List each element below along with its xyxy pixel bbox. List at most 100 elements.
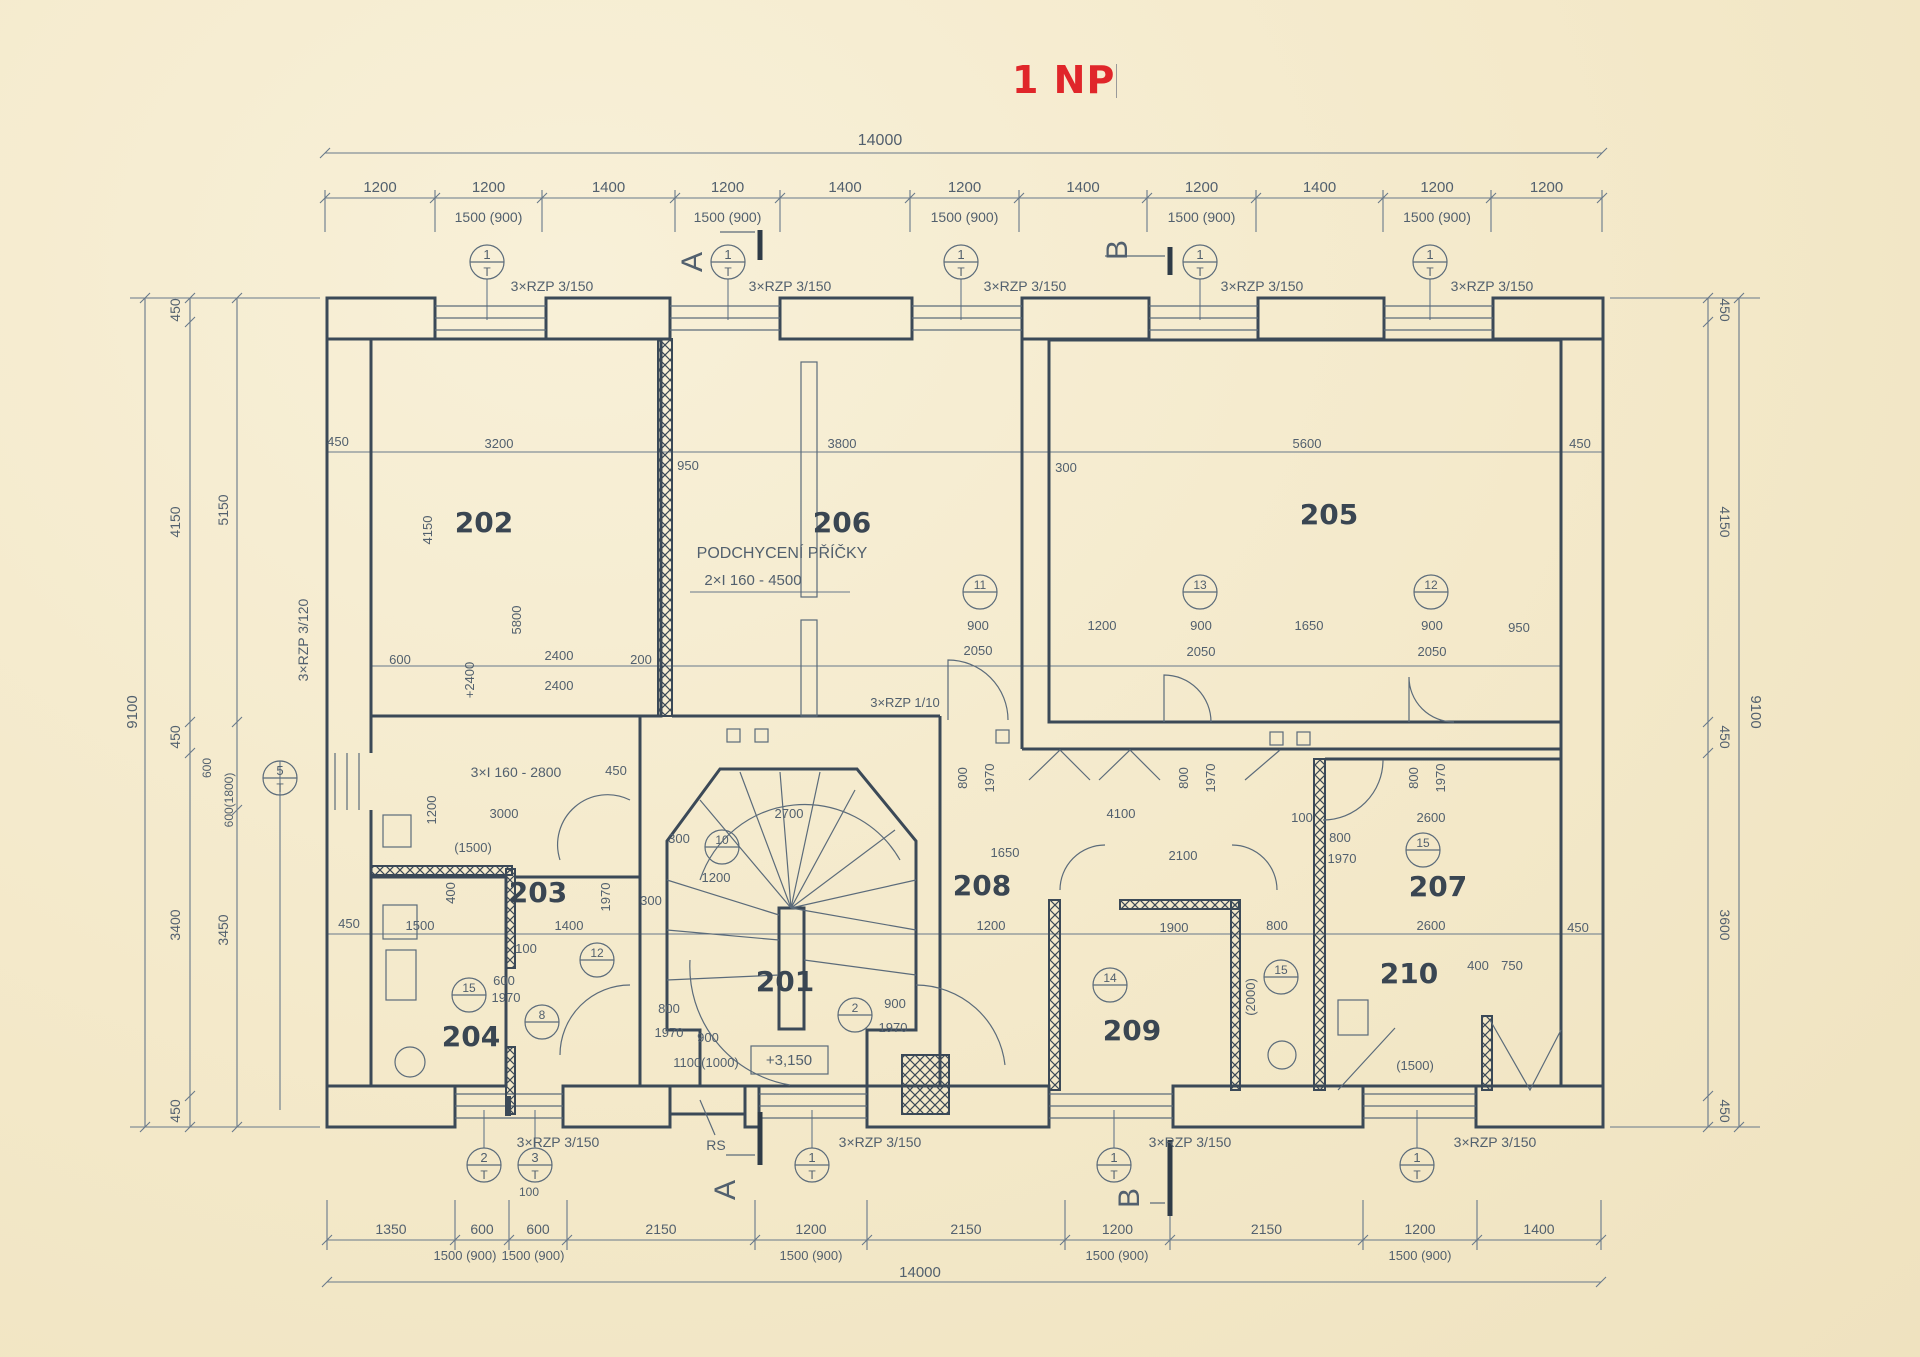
dimension-label: 1200 [711, 179, 744, 196]
dimension-label: 800 [1176, 767, 1191, 789]
dimension-label: 900 [697, 1030, 719, 1045]
text-cursor [1116, 64, 1117, 98]
dimension-label: 1970 [1328, 851, 1357, 866]
dimension-label: 1900 [1160, 920, 1189, 935]
level-mark: +3,150 [766, 1052, 812, 1069]
fixtures [382, 361, 1562, 1092]
window-tag-number: 1 [1196, 247, 1203, 262]
dimension-label: 1970 [879, 1020, 908, 1035]
dimension-label: 200 [630, 652, 652, 667]
door-tag [1092, 967, 1128, 1003]
door-tag [1405, 832, 1441, 868]
hatched-partition [657, 338, 673, 717]
dimension-tick [1733, 1121, 1745, 1133]
dimension-label: 1200 [948, 179, 981, 196]
dimension-label: 1970 [598, 883, 613, 912]
dimension-tick [1702, 1090, 1714, 1102]
window-tag-type: T [1413, 1168, 1421, 1182]
dimension-label: 600 [389, 652, 411, 667]
window-note: 3×RZP 3/150 [511, 278, 594, 294]
window-tag-number: 1 [724, 247, 731, 262]
dimension-label: 1970 [492, 990, 521, 1005]
dimension-label: 450 [605, 763, 627, 778]
dimension-label: 2700 [775, 806, 804, 821]
dimension-tick [1596, 147, 1608, 159]
window-tag [469, 244, 505, 280]
room-number: 202 [455, 506, 513, 539]
dimension-tick [1702, 316, 1714, 328]
dimension-label: 1200 [1185, 179, 1218, 196]
dimension-label: 450 [1569, 436, 1591, 451]
room-205-outline [1047, 338, 1563, 724]
window-tag [710, 244, 746, 280]
window-tag [1182, 244, 1218, 280]
dimension-label: 2150 [950, 1221, 981, 1237]
dimension-tick [184, 292, 196, 304]
dimension-label: 1970 [1433, 764, 1448, 793]
dimension-label: 9100 [1747, 695, 1764, 728]
dimension-label: 600 [200, 758, 214, 778]
dimension-label: 1650 [991, 845, 1020, 860]
dimension-tick [231, 804, 243, 816]
dimension-label: (2000) [1243, 978, 1258, 1016]
dimension-tick [184, 316, 196, 328]
window-tag [943, 244, 979, 280]
dimension-label: 1200 [1088, 618, 1117, 633]
room-number: 207 [1409, 870, 1467, 903]
door-tag-number: 15 [1274, 963, 1288, 977]
dimension-tick [1702, 292, 1714, 304]
dimension-label: 1500 (900) [1168, 209, 1236, 225]
dimension-label: 4150 [420, 516, 435, 545]
dimension-tick [184, 1121, 196, 1133]
dimension-label: 1500 (900) [455, 209, 523, 225]
dimension-label: 14000 [899, 1264, 941, 1281]
dimension-label: 1500 (900) [434, 1248, 497, 1263]
dimension-tick [184, 716, 196, 728]
dimension-label: 4150 [167, 506, 183, 537]
dimension-label: 1200 [795, 1221, 826, 1237]
dimension-label: 3800 [828, 436, 857, 451]
dimension-label: 600 [470, 1221, 494, 1237]
dimension-label: 1500 (900) [694, 209, 762, 225]
stair-dim: 1100(1000) [673, 1055, 739, 1070]
door-tag-number: 15 [1416, 836, 1430, 850]
window-tag-number: 1 [1426, 247, 1433, 262]
dimension-label: 450 [338, 916, 360, 931]
room-number: 210 [1380, 957, 1438, 990]
dimension-label: 2600 [1417, 918, 1446, 933]
dimension-label: 100 [519, 1185, 539, 1199]
dimension-tick [1702, 747, 1714, 759]
dimension-label: 1500 [406, 918, 435, 933]
dimension-label: 1400 [1523, 1221, 1554, 1237]
dimension-lines [130, 152, 1760, 1283]
window-tag-type: T [724, 265, 732, 279]
dimension-label: 1200 [1530, 179, 1563, 196]
dimension-tick [1733, 292, 1745, 304]
dimension-label: 450 [167, 725, 183, 749]
dimension-label: 300 [668, 831, 690, 846]
room-number: 208 [953, 869, 1011, 902]
dimension-tick [184, 1090, 196, 1102]
dimension-label: 1200 [1404, 1221, 1435, 1237]
window-tag [1096, 1147, 1132, 1183]
window-tag-number: 3 [531, 1150, 538, 1165]
window-tag-type: T [957, 265, 965, 279]
dimension-label: 1500 (900) [931, 209, 999, 225]
dimension-label: 1200 [472, 179, 505, 196]
dimension-label: 1500 (900) [1389, 1248, 1452, 1263]
dimension-label: 1970 [655, 1025, 684, 1040]
section-mark: B [1113, 1188, 1146, 1208]
dimension-ticks [139, 147, 1745, 1288]
dimension-label: 800 [1266, 918, 1288, 933]
dimension-label: 1200 [424, 796, 439, 825]
dimension-tick [1595, 1276, 1607, 1288]
room-204-outline [369, 875, 508, 1088]
dimension-label: 3600 [1717, 909, 1733, 940]
dimension-label: 1500 (900) [780, 1248, 843, 1263]
window-tag-type: T [1196, 265, 1204, 279]
dimension-label: 100 [515, 941, 537, 956]
dimension-label: 1970 [982, 764, 997, 793]
dimension-label: (1500) [454, 840, 492, 855]
window-tag [517, 1147, 553, 1183]
